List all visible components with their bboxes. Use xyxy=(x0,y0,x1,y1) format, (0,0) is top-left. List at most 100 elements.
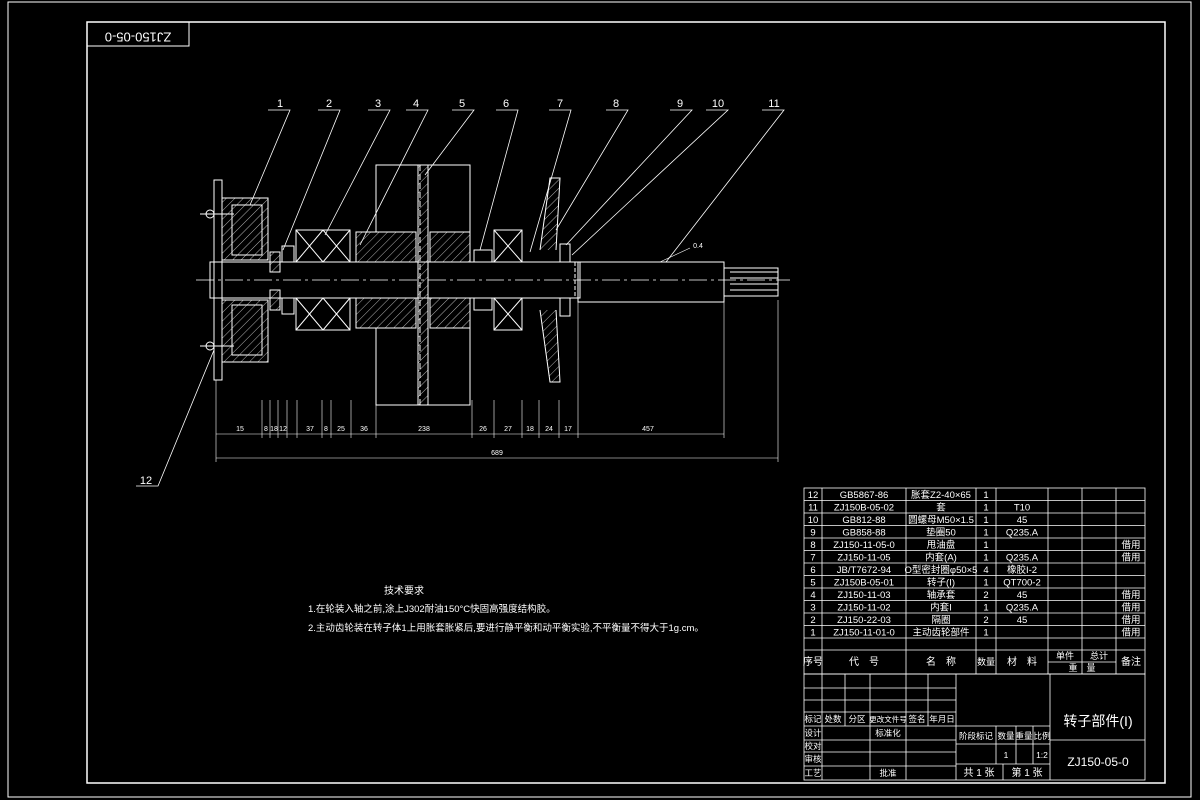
balloon-4: 4 xyxy=(413,98,419,110)
leader-lines xyxy=(136,109,785,487)
bom-cell-material: Q235.A xyxy=(1006,553,1039,564)
bom-cell-name: 隔圈 xyxy=(931,615,950,626)
role-process: 工艺 xyxy=(804,768,821,778)
hdr-name: 名 称 xyxy=(926,655,956,668)
note-1: 1.在轮装入轴之前,涂上J302耐油150°C快固高强度结构胶。 xyxy=(308,603,556,615)
sheets-total: 共 1 张 xyxy=(963,767,994,779)
balloon-2: 2 xyxy=(326,98,332,110)
dimension-lines xyxy=(215,247,779,462)
bom-cell-code: ZJ150B-05-01 xyxy=(834,578,894,589)
balloon-12: 12 xyxy=(140,475,152,487)
bom-cell-qty: 1 xyxy=(983,553,988,564)
bom-cell-qty: 1 xyxy=(983,528,988,539)
drawing-number-box xyxy=(86,21,190,47)
bom-cell-code: ZJ150-11-01-0 xyxy=(833,628,895,639)
balloon-numbers: 1 2 3 4 5 6 7 8 9 10 11 12 xyxy=(140,98,780,487)
bom-cell-qty: 1 xyxy=(983,515,988,526)
bom-cell-name: 圆螺母M50×1.5 xyxy=(908,515,974,526)
balloon-3: 3 xyxy=(375,98,381,110)
hdr-weight: 重 量 xyxy=(1068,662,1095,673)
bom-cell-name: 内套I xyxy=(930,602,952,614)
bom-cell-no: 2 xyxy=(810,615,815,626)
bom-cell-name: 甩油盘 xyxy=(927,539,956,551)
bom-cell-qty: 1 xyxy=(983,490,988,501)
rev-hdr-date: 年月日 xyxy=(929,714,955,724)
bom-cell-no: 6 xyxy=(810,565,815,576)
hdr-code: 代 号 xyxy=(849,656,879,668)
bom-cell-no: 7 xyxy=(810,553,815,564)
balloon-9: 9 xyxy=(677,98,683,110)
balloon-8: 8 xyxy=(613,98,619,110)
bom-cell-code: GB5867-86 xyxy=(840,490,889,501)
stage-hdr-mark: 阶段标记 xyxy=(959,731,994,741)
bom-cell-remark: 借用 xyxy=(1121,539,1140,551)
bom-cell-material: QT700-2 xyxy=(1003,578,1041,589)
bom-cell-no: 9 xyxy=(810,528,815,539)
bom-cell-code: JB/T7672-94 xyxy=(837,565,891,576)
approve-label: 批准 xyxy=(879,768,897,778)
bom-cell-name: O型密封圈φ50×5 xyxy=(905,564,978,576)
hdr-remark: 备注 xyxy=(1121,655,1141,668)
bom-header: 序号 代 号 名 称 数量 材 料 单件 总计 重 量 备注 xyxy=(803,650,1141,673)
bom-cell-code: ZJ150-11-05-0 xyxy=(833,540,895,551)
bom-cell-name: 主动齿轮部件 xyxy=(912,627,970,639)
dim-8a: 8 xyxy=(264,426,268,433)
bom-cell-qty: 2 xyxy=(983,590,988,601)
stage-scale: 1:2 xyxy=(1036,750,1048,760)
bom-cell-material: 45 xyxy=(1017,515,1028,526)
hdr-single: 单件 xyxy=(1056,650,1074,661)
bom-cell-name: 内套(A) xyxy=(925,552,957,564)
bom-cell-no: 11 xyxy=(808,503,818,514)
title-block-text: 标记 处数 分区 更改文件号 签名 年月日 设计 校对 审核 工艺 标准化 批准… xyxy=(804,713,1132,779)
dim-26: 26 xyxy=(479,426,487,433)
role-design: 设计 xyxy=(804,728,822,738)
bom-cell-qty: 1 xyxy=(983,503,988,514)
dim-24: 24 xyxy=(545,426,553,433)
dimension-values: 15 8 18 12 37 8 25 36 238 26 27 18 24 17… xyxy=(236,243,703,457)
bom-cell-name: 轴承套 xyxy=(927,589,956,601)
dim-12: 12 xyxy=(279,426,287,433)
dim-27: 27 xyxy=(504,426,512,433)
bom-cell-qty: 1 xyxy=(983,628,988,639)
dim-15: 15 xyxy=(236,426,244,433)
bom-cell-no: 5 xyxy=(810,578,815,589)
bom-cell-qty: 4 xyxy=(983,565,988,576)
dim-overall: 689 xyxy=(491,450,503,457)
bom-cell-code: ZJ150-11-03 xyxy=(837,590,890,601)
bom-cell-material: Q235.A xyxy=(1006,603,1039,614)
bom-cell-qty: 1 xyxy=(983,578,988,589)
bom-cell-name: 胀套Z2-40×65 xyxy=(911,489,971,501)
bom-cell-name: 转子(I) xyxy=(927,577,955,589)
title-block xyxy=(803,673,1146,781)
rev-hdr-sign: 签名 xyxy=(908,714,925,724)
dim-457: 457 xyxy=(642,426,654,433)
role-review: 审核 xyxy=(804,754,822,764)
bom-cell-no: 12 xyxy=(808,490,819,501)
note-2: 2.主动齿轮装在转子体1上用胀套胀紧后,要进行静平衡和动平衡实验,不平衡量不得大… xyxy=(308,622,704,634)
bom-cell-remark: 借用 xyxy=(1121,614,1140,626)
stage-qty: 1 xyxy=(1004,750,1009,760)
dim-18a: 18 xyxy=(270,426,278,433)
balloon-11: 11 xyxy=(768,98,779,110)
bom-cell-material: T10 xyxy=(1014,503,1030,514)
section-view xyxy=(196,164,790,406)
dim-8b: 8 xyxy=(324,426,328,433)
bom-cell-name: 垫圈50 xyxy=(926,527,956,539)
bom-cell-code: ZJ150B-05-02 xyxy=(834,503,894,514)
technical-notes: 技术要求 1.在轮装入轴之前,涂上J302耐油150°C快固高强度结构胶。 2.… xyxy=(308,584,704,634)
bom-cell-remark: 借用 xyxy=(1121,627,1140,639)
bom-cell-material: 橡胶I-2 xyxy=(1007,564,1037,576)
stage-hdr-scale: 比例 xyxy=(1033,731,1050,741)
rev-hdr-count: 处数 xyxy=(824,714,842,724)
bom-cell-no: 8 xyxy=(810,540,815,551)
bom-cell-code: ZJ150-11-02 xyxy=(837,603,890,614)
dim-17: 17 xyxy=(564,426,572,433)
rev-hdr-mark: 标记 xyxy=(804,714,822,724)
balloon-1: 1 xyxy=(277,98,283,110)
drawing-number: ZJ150-05-0 xyxy=(1067,755,1129,769)
bom-cell-no: 1 xyxy=(810,628,815,639)
bom-cell-code: GB858-88 xyxy=(842,528,885,539)
outer-frame xyxy=(7,1,1192,798)
